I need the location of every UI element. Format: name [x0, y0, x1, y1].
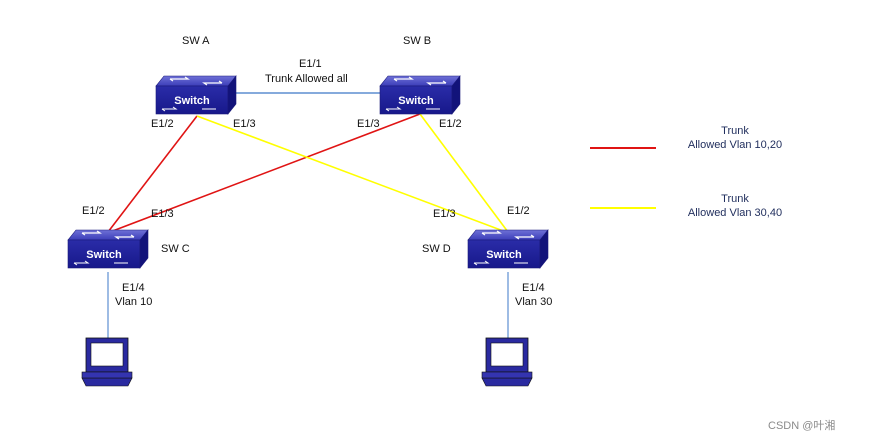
host-c-computer-icon — [81, 337, 133, 387]
host-d-port-label: E1/4 — [522, 282, 545, 294]
switch-b-label: SW B — [403, 35, 432, 47]
switch-d-label: SW D — [422, 243, 451, 255]
switch-d-icon: Switch — [467, 229, 549, 269]
link-ab-desc-label: Trunk Allowed all — [265, 73, 348, 85]
legend-yellow-line1: Trunk — [721, 193, 749, 205]
switch-d-port-left: E1/3 — [433, 208, 456, 220]
watermark: CSDN @叶湘 — [768, 420, 836, 432]
switch-a-port-right: E1/3 — [233, 118, 256, 130]
switch-c-port-left: E1/2 — [82, 205, 105, 217]
switch-c-icon: Switch — [67, 229, 149, 269]
link-a-d-yellow — [196, 115, 507, 233]
host-c-port-label: E1/4 — [122, 282, 145, 294]
svg-text:Switch: Switch — [398, 95, 434, 107]
switch-c-label: SW C — [161, 243, 190, 255]
legend-yellow: Trunk Allowed Vlan 30,40 — [676, 192, 794, 220]
host-d-computer-icon — [481, 337, 533, 387]
legend-red: Trunk Allowed Vlan 10,20 — [676, 124, 794, 152]
legend-yellow-line2: Allowed Vlan 30,40 — [687, 207, 783, 219]
link-ab-port-label: E1/1 — [299, 58, 322, 70]
link-b-d-yellow — [419, 113, 509, 233]
legend-red-line2: Allowed Vlan 10,20 — [687, 139, 783, 151]
svg-text:Switch: Switch — [174, 95, 210, 107]
link-b-c-red — [109, 113, 421, 233]
link-a-c-red — [107, 115, 198, 233]
switch-d-port-right: E1/2 — [507, 205, 530, 217]
switch-b-port-left: E1/3 — [357, 118, 380, 130]
switch-a-label: SW A — [182, 35, 210, 47]
switch-b-port-right: E1/2 — [439, 118, 462, 130]
switch-a-port-left: E1/2 — [151, 118, 174, 130]
switch-b-icon: Switch — [379, 75, 461, 115]
switch-c-port-right: E1/3 — [151, 208, 174, 220]
svg-text:Switch: Switch — [486, 249, 522, 261]
svg-text:Switch: Switch — [86, 249, 122, 261]
host-d-vlan-label: Vlan 30 — [515, 296, 553, 308]
host-c-vlan-label: Vlan 10 — [115, 296, 153, 308]
legend-red-line1: Trunk — [721, 125, 749, 137]
switch-a-icon: Switch — [155, 75, 237, 115]
